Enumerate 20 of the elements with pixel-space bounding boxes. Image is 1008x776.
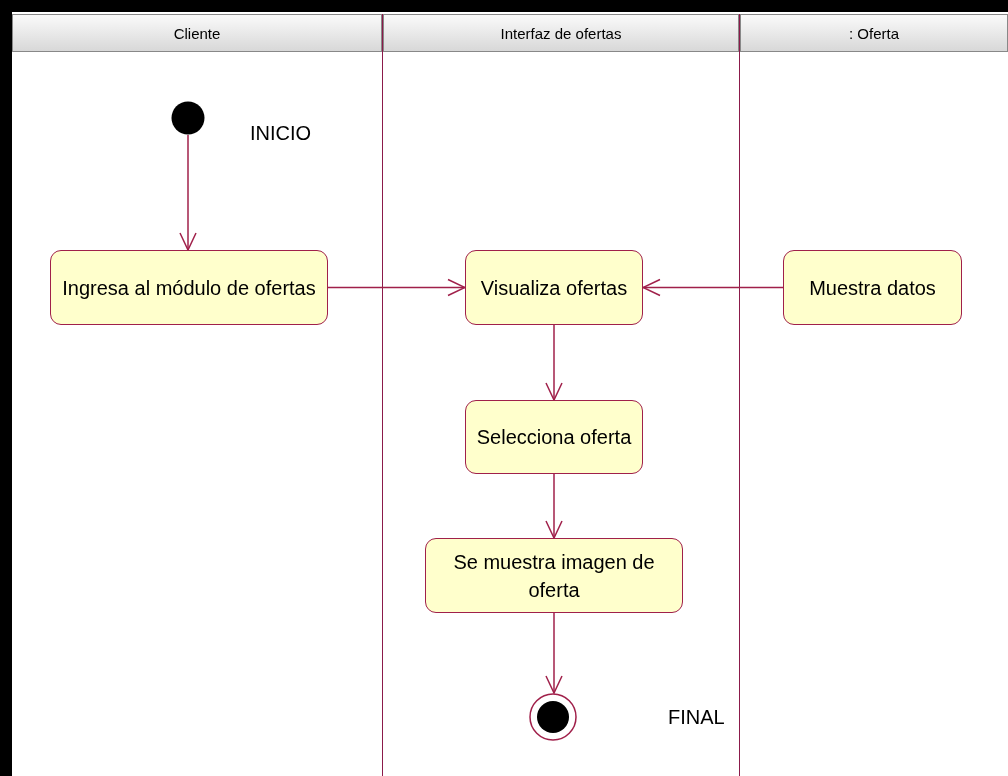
end-node <box>529 693 577 741</box>
activity-box: Se muestra imagen de oferta <box>425 538 683 613</box>
activity-box: Muestra datos <box>783 250 962 325</box>
swimlane <box>383 14 740 776</box>
node-caption: FINAL <box>668 706 725 729</box>
lane-header: Interfaz de ofertas <box>383 14 739 52</box>
lane-header: : Oferta <box>740 14 1008 52</box>
node-caption: INICIO <box>250 122 312 145</box>
activity-box: Visualiza ofertas <box>465 250 643 325</box>
arrow <box>545 473 563 539</box>
activity-box: Ingresa al módulo de ofertas <box>50 250 328 325</box>
start-node <box>171 101 205 135</box>
activity-box: Selecciona oferta <box>465 400 643 474</box>
lane-header: Cliente <box>12 14 382 52</box>
arrow <box>545 612 563 694</box>
swimlane <box>12 14 383 776</box>
arrow <box>327 278 466 297</box>
arrow <box>545 324 563 401</box>
arrow <box>179 134 197 251</box>
arrow <box>642 278 784 297</box>
